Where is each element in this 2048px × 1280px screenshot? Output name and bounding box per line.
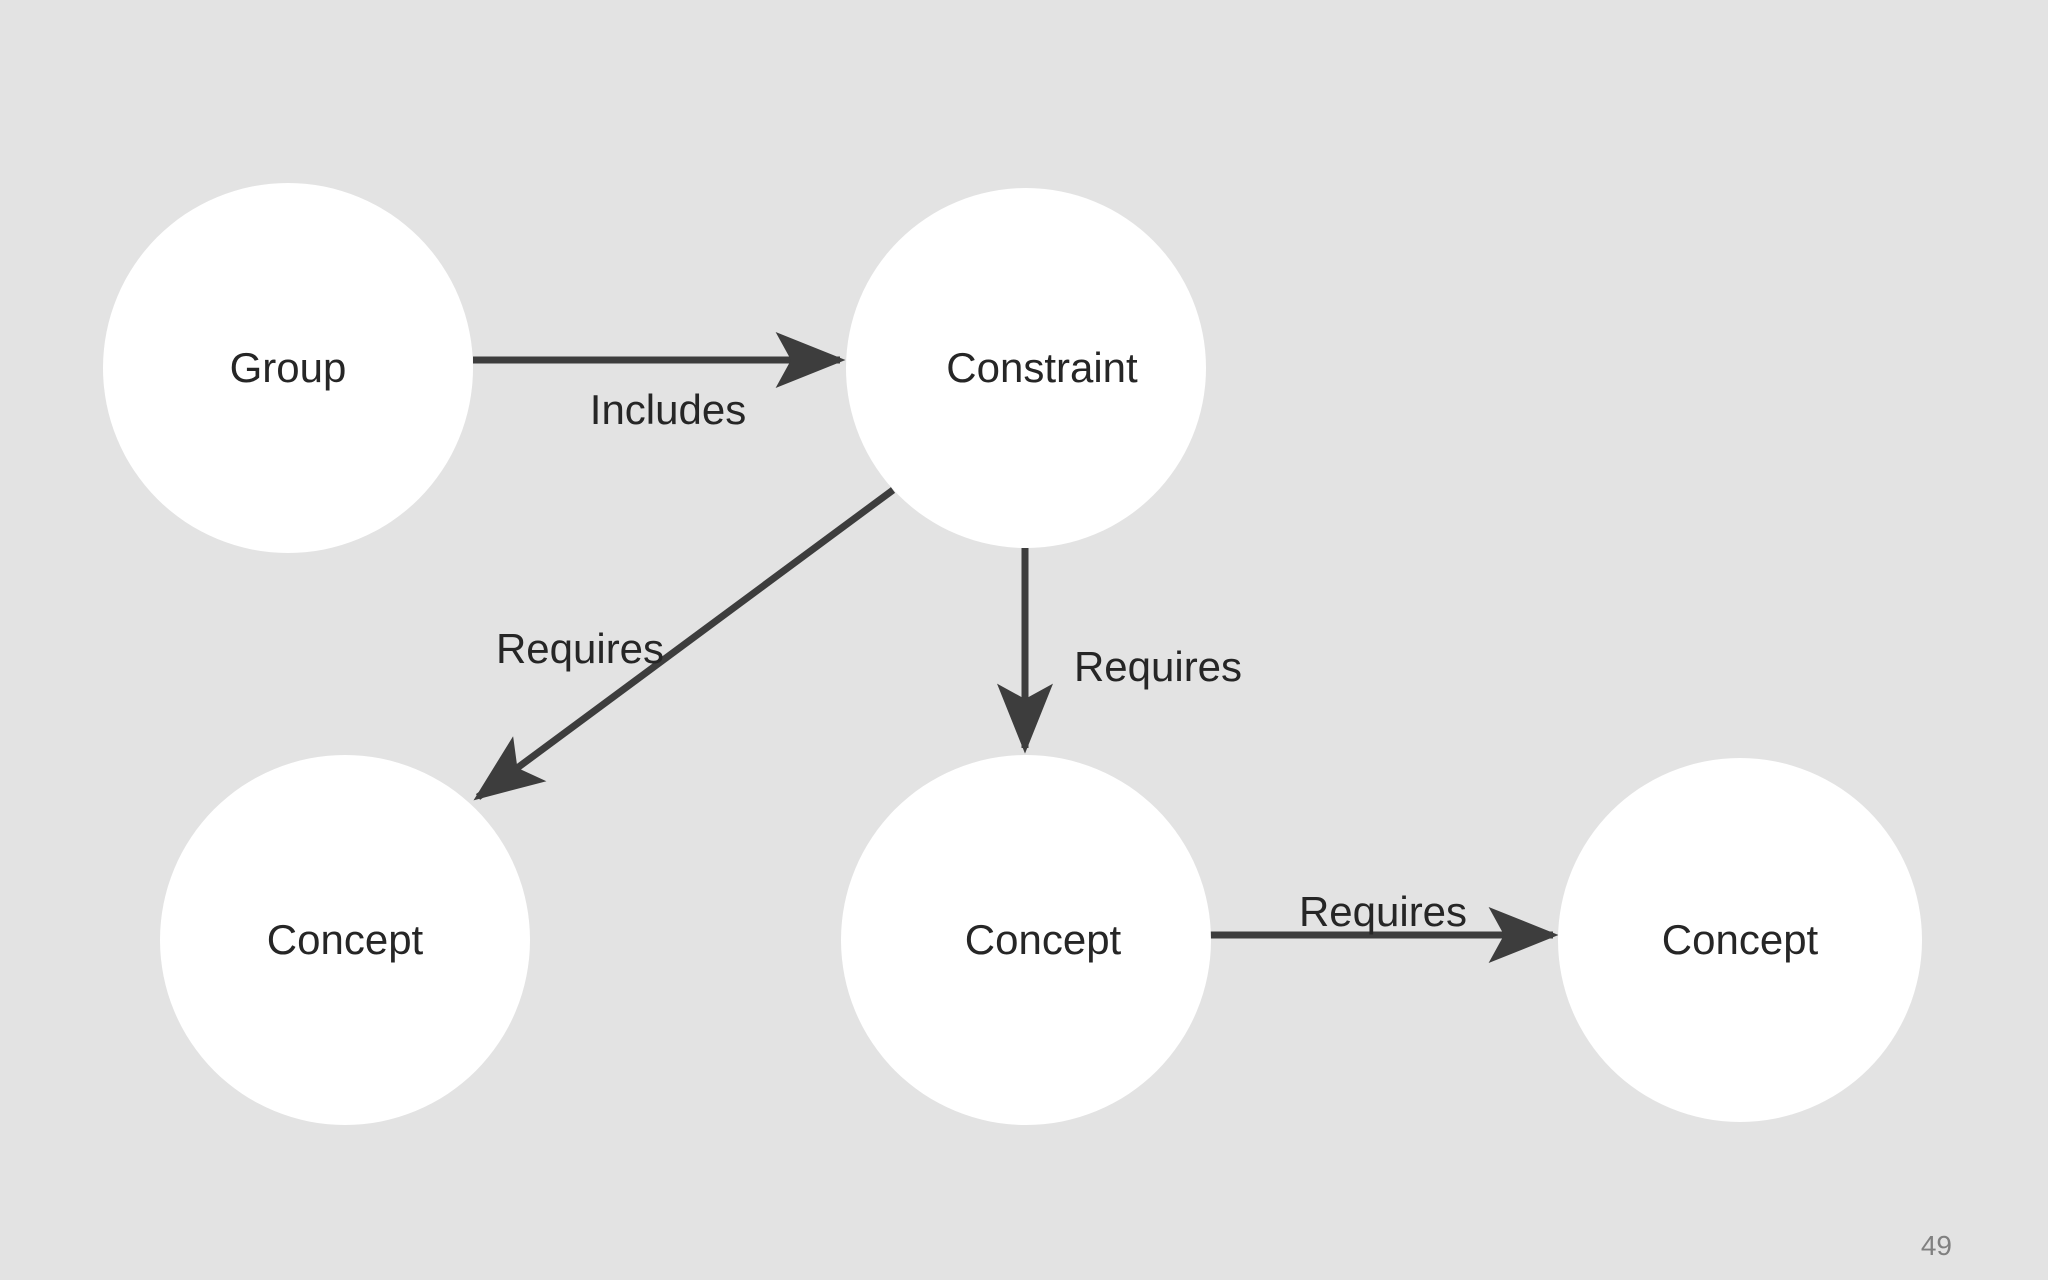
node-concept-b[interactable]: Concept (841, 755, 1211, 1125)
edge-constraint-requires-concept-a[interactable]: Requires (473, 487, 896, 801)
edge-label-requires-right: Requires (1299, 888, 1467, 935)
node-circle-concept-c (1558, 758, 1922, 1122)
node-circle-constraint (846, 188, 1206, 548)
node-label-constraint: Constraint (946, 344, 1138, 391)
edge-constraint-requires-concept-b[interactable]: Requires (997, 548, 1242, 754)
edge-label-requires-left: Requires (496, 625, 664, 672)
edge-arrow-line (473, 487, 896, 801)
node-label-concept-a: Concept (267, 916, 424, 963)
node-circle-concept-a (160, 755, 530, 1125)
node-label-group: Group (230, 344, 347, 391)
edge-concept-b-requires-concept-c[interactable]: Requires (1210, 888, 1559, 963)
node-concept-a[interactable]: Concept (160, 755, 530, 1125)
edge-label-requires-middle: Requires (1074, 643, 1242, 690)
edge-label-includes: Includes (590, 386, 746, 433)
node-group[interactable]: Group (103, 183, 473, 553)
node-concept-c[interactable]: Concept (1558, 758, 1922, 1122)
edge-group-includes-constraint[interactable]: Includes (473, 332, 846, 433)
page-number: 49 (1920, 1230, 1952, 1261)
node-label-concept-b: Concept (965, 916, 1122, 963)
node-circle-concept-b (841, 755, 1211, 1125)
node-circle-group (103, 183, 473, 553)
node-constraint[interactable]: Constraint (846, 188, 1206, 548)
node-label-concept-c: Concept (1662, 916, 1819, 963)
